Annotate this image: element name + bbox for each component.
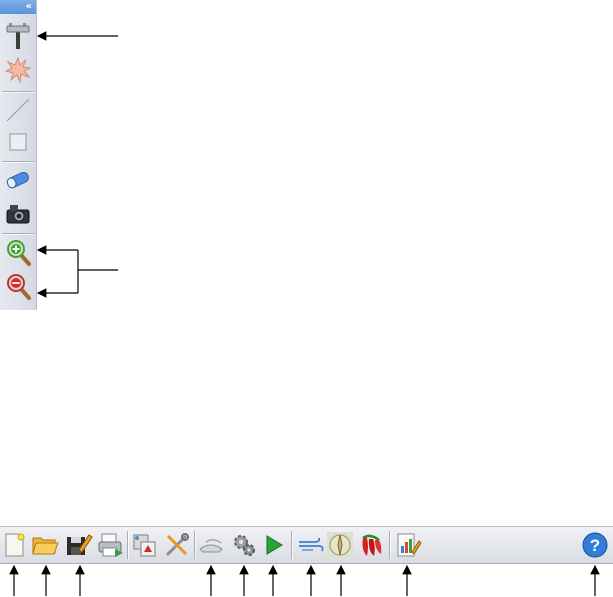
collapse-icon[interactable]: « — [25, 1, 32, 12]
camera-icon[interactable] — [4, 200, 32, 228]
rectangle-tool-icon[interactable] — [4, 128, 32, 156]
line-tool-icon[interactable] — [4, 96, 32, 124]
burst-icon[interactable] — [4, 56, 32, 84]
toolbar-separator — [2, 91, 34, 93]
toolbar-separator — [127, 531, 129, 559]
toolbar-separator — [2, 233, 34, 235]
tools-icon[interactable] — [163, 531, 191, 559]
print-icon[interactable] — [97, 531, 125, 559]
settings-gear-icon[interactable] — [230, 531, 258, 559]
eraser-icon[interactable] — [4, 166, 32, 194]
open-folder-icon[interactable] — [31, 531, 59, 559]
toolbar-separator — [194, 531, 196, 559]
toolbar-separator — [389, 531, 391, 559]
new-document-icon[interactable] — [0, 531, 28, 559]
signpost-icon[interactable] — [4, 22, 32, 50]
toolbar-header[interactable]: « — [0, 0, 36, 14]
toolbar-separator — [291, 531, 293, 559]
vertical-toolbar: « — [0, 0, 37, 310]
zoom-out-icon[interactable] — [4, 272, 32, 300]
help-glyph: ? — [590, 536, 600, 555]
chili-icon[interactable] — [357, 531, 385, 559]
zoom-in-icon[interactable] — [4, 238, 32, 266]
report-icon[interactable] — [394, 531, 422, 559]
save-disk-icon[interactable] — [65, 531, 93, 559]
wind-icon[interactable] — [297, 531, 325, 559]
horizontal-toolbar: ? — [0, 526, 613, 564]
compass-map-icon[interactable] — [326, 531, 354, 559]
play-icon[interactable] — [259, 531, 287, 559]
export-icon[interactable] — [131, 531, 159, 559]
help-icon[interactable]: ? — [581, 531, 609, 559]
toolbar-separator — [2, 161, 34, 163]
layer-icon[interactable] — [197, 531, 225, 559]
